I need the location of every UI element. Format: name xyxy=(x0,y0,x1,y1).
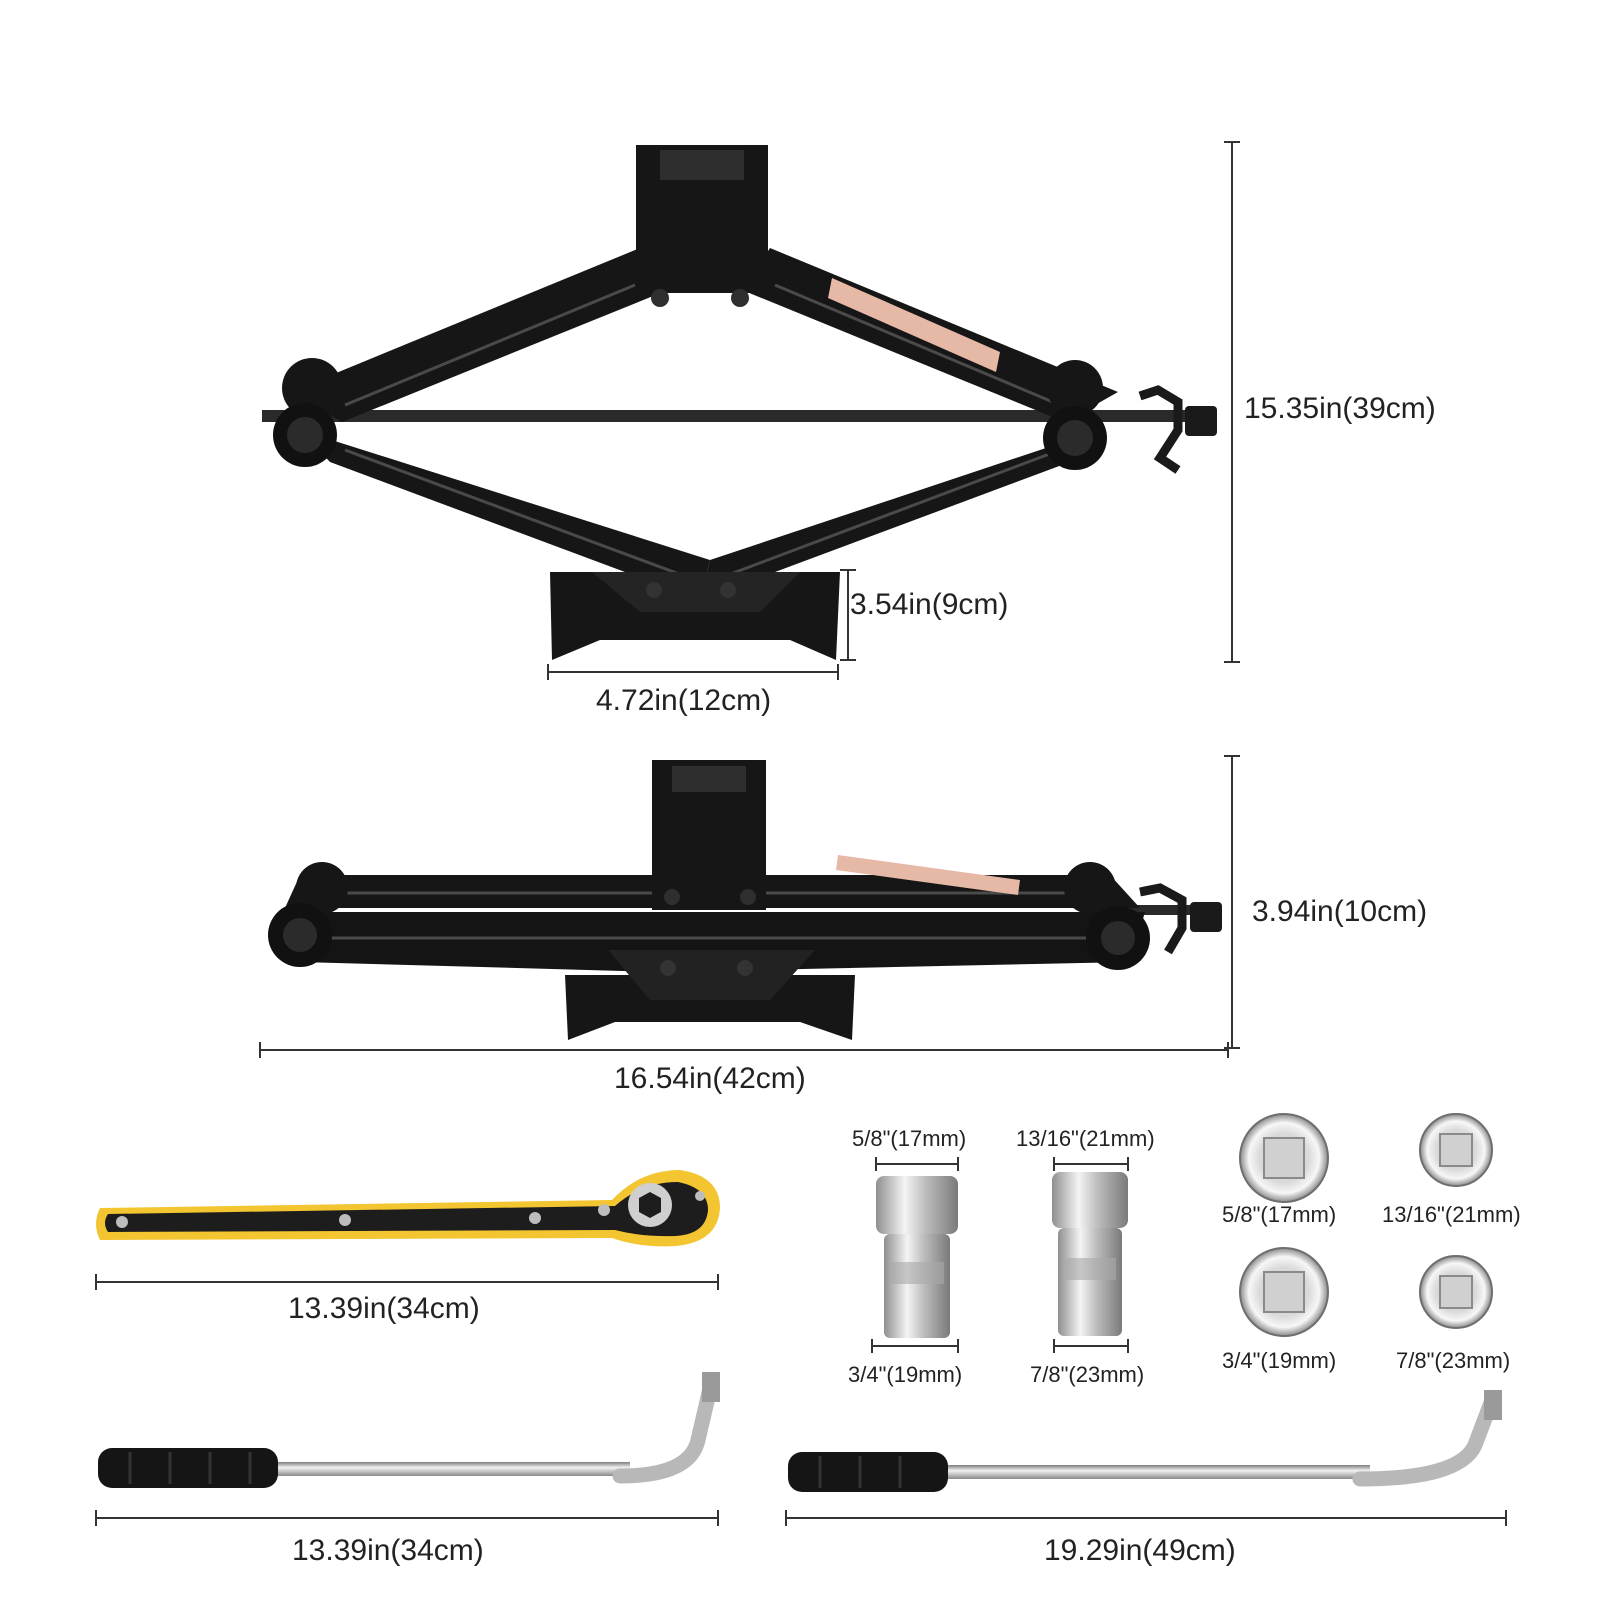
lug-wrench-long xyxy=(788,1390,1502,1492)
socket-side-left xyxy=(876,1176,958,1338)
long-wrench-length-label: 19.29in(49cm) xyxy=(1044,1534,1236,1567)
jack-length-label: 16.54in(42cm) xyxy=(614,1062,806,1095)
socket-top-b xyxy=(1419,1113,1493,1187)
socket-top-a-label: 5/8"(17mm) xyxy=(1222,1202,1337,1227)
scissor-jack-raised xyxy=(262,145,1217,660)
jack-base-width-label: 4.72in(12cm) xyxy=(596,684,772,717)
dim-line-base-height xyxy=(840,569,856,661)
socket-side-right xyxy=(1052,1172,1128,1336)
jack-raised-height-label: 15.35in(39cm) xyxy=(1244,392,1436,425)
socket-top-d xyxy=(1419,1255,1493,1329)
socket-side-bottom-right-label: 7/8"(23mm) xyxy=(1030,1362,1145,1387)
socket-top-c-label: 3/4"(19mm) xyxy=(1222,1348,1337,1373)
ratchet-wrench xyxy=(96,1170,720,1247)
dim-line-ratchet xyxy=(95,1274,719,1290)
dim-line-socket-top-left xyxy=(875,1157,959,1171)
dimension-lines xyxy=(95,141,1507,1526)
socket-top-c xyxy=(1239,1247,1329,1337)
dim-line-socket-top-right xyxy=(1053,1157,1129,1171)
socket-side-bottom-left-label: 3/4"(19mm) xyxy=(848,1362,963,1387)
ratchet-length-label: 13.39in(34cm) xyxy=(288,1292,480,1325)
dim-line-lowered-height xyxy=(1224,755,1240,1049)
jack-lowered-height-label: 3.94in(10cm) xyxy=(1252,895,1428,928)
socket-side-top-left-label: 5/8"(17mm) xyxy=(852,1126,967,1151)
dim-line-long-wrench xyxy=(785,1510,1507,1526)
dim-line-base-width xyxy=(547,664,839,680)
dim-line-raised-height xyxy=(1224,141,1240,663)
dim-line-socket-bottom-right xyxy=(1053,1339,1129,1353)
dim-line-socket-bottom-left xyxy=(871,1339,959,1353)
socket-top-b-label: 13/16"(21mm) xyxy=(1382,1202,1521,1227)
short-wrench-length-label: 13.39in(34cm) xyxy=(292,1534,484,1567)
dim-line-short-wrench xyxy=(95,1510,719,1526)
scissor-jack-lowered xyxy=(268,760,1222,1040)
socket-top-a xyxy=(1239,1113,1329,1203)
dim-line-jack-length xyxy=(259,1042,1229,1058)
socket-top-d-label: 7/8"(23mm) xyxy=(1396,1348,1511,1373)
socket-side-top-right-label: 13/16"(21mm) xyxy=(1016,1126,1155,1151)
jack-base-height-label: 3.54in(9cm) xyxy=(850,588,1009,621)
lug-wrench-short xyxy=(98,1372,720,1488)
